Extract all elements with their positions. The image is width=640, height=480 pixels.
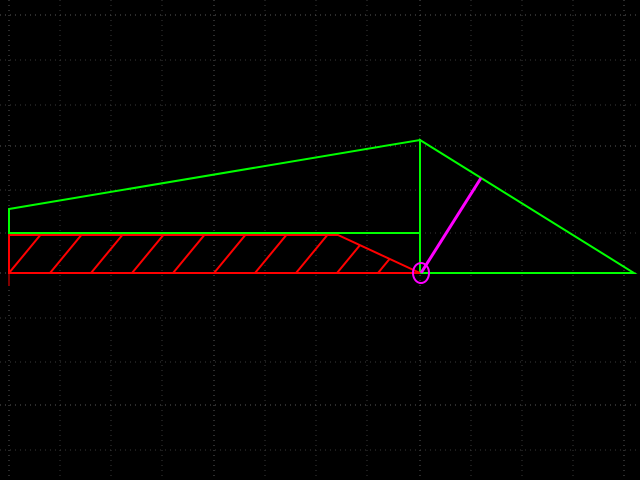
wedge-outline[interactable] [8,138,421,234]
hatch-line [213,235,248,273]
hatch-line [172,235,207,273]
pivot-marker[interactable] [412,262,430,284]
magenta-segment[interactable] [419,177,483,274]
hatch-line [460,233,493,273]
hatch-line [9,235,43,273]
hatch-line [131,235,166,273]
hatch-line [90,235,125,273]
hatch-line [295,235,330,273]
hatch-line [49,235,84,273]
shapes [8,138,638,286]
triangle-outline[interactable] [419,138,638,274]
hatch-line [254,235,289,273]
hatched-region[interactable] [8,234,421,274]
hatch-line [336,235,371,273]
